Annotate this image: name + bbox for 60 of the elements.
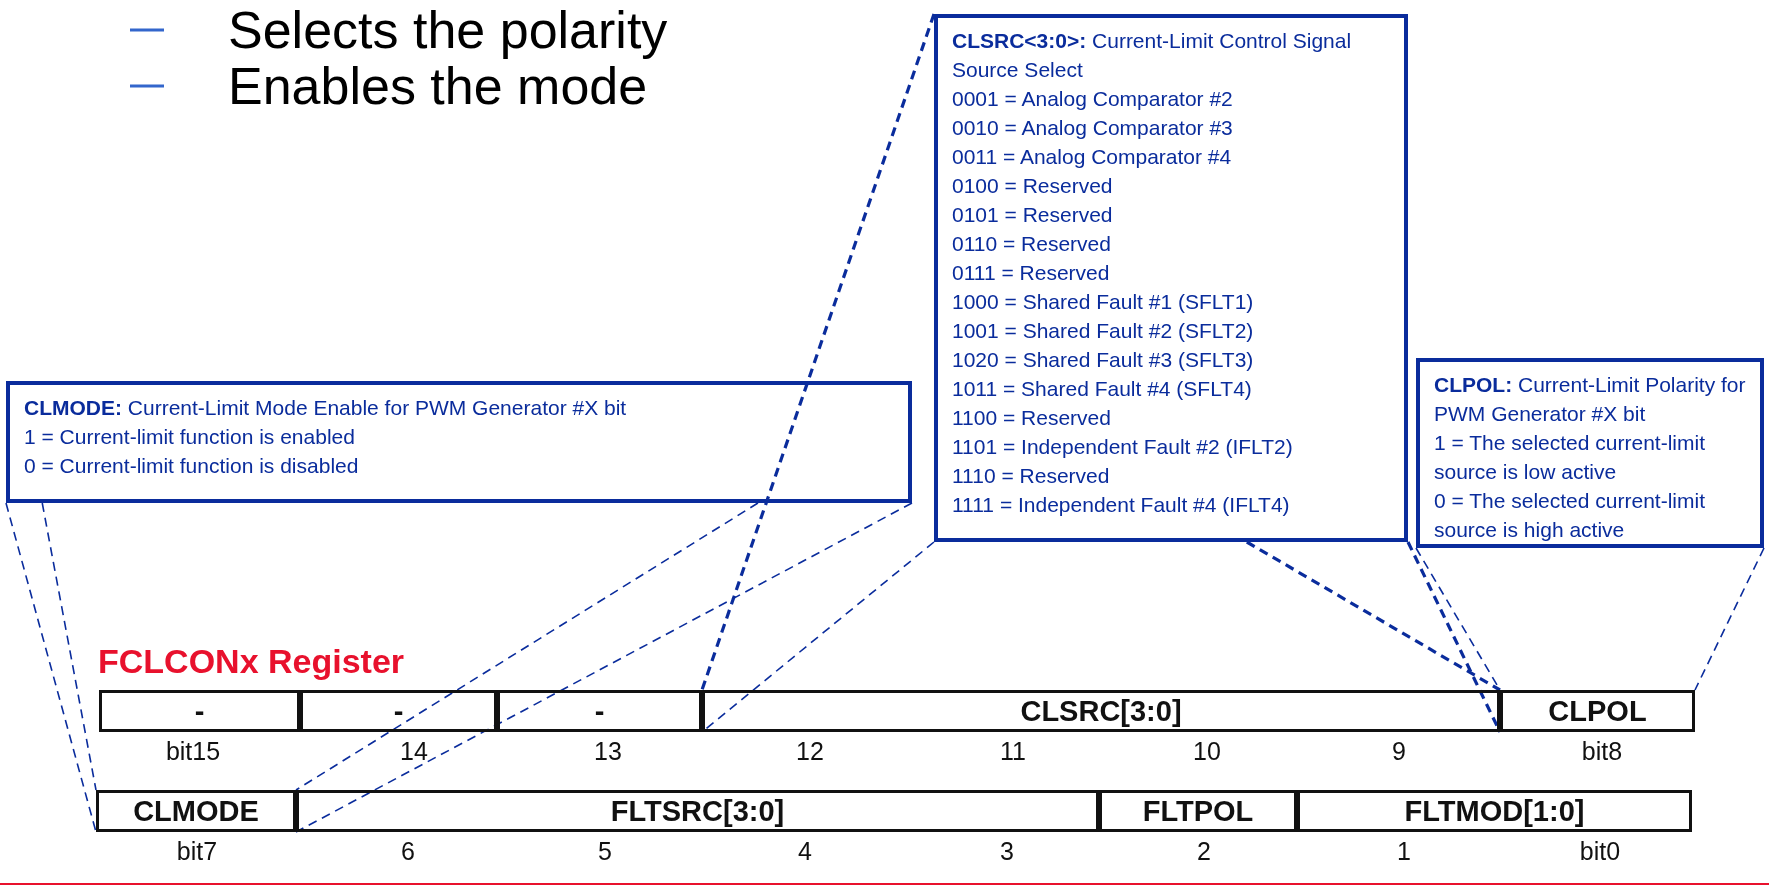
value-description: 0011 = Analog Comparator #4 <box>952 144 1233 170</box>
bit-number: 5 <box>598 838 612 865</box>
bit-number: 1 <box>1397 838 1411 865</box>
bit-number: 2 <box>1197 838 1211 865</box>
bit-number: 9 <box>1392 738 1406 765</box>
bit-number: bit0 <box>1579 838 1621 865</box>
bit-number: 6 <box>401 838 415 865</box>
callout-box <box>934 14 1408 542</box>
value-description: 0010 = Analog Comparator #3 <box>952 115 1234 141</box>
value-description: 1100 = Reserved <box>952 405 1112 431</box>
value-description: 1 = The selected current-limit source is low active <box>1434 430 1706 485</box>
register-field: CLPOL <box>1500 690 1695 732</box>
bit-number: bit15 <box>165 738 221 765</box>
bullet-text: Enables the mode <box>228 58 648 114</box>
value-description: 0111 = Reserved <box>952 260 1111 286</box>
leader-line <box>700 13 936 691</box>
leader-line <box>1694 547 1765 691</box>
leader-line <box>1246 540 1501 692</box>
value-description: 0 = Current-limit function is disabled <box>24 453 360 479</box>
value-description: 1101 = Independent Fault #2 (IFLT2) <box>952 434 1294 460</box>
value-description: 0001 = Analog Comparator #2 <box>952 86 1234 112</box>
value-description: 1 = Current-limit function is enabled <box>24 424 356 450</box>
callout-box <box>6 381 912 503</box>
value-description: 1001 = Shared Fault #2 (SFLT2) <box>952 318 1255 344</box>
register-title: FCLCONx Register <box>98 643 405 680</box>
value-description: 1110 = Reserved <box>952 463 1111 489</box>
register-field: FLTPOL <box>1099 790 1297 832</box>
register-field: CLSRC[3:0] <box>702 690 1500 732</box>
value-description: 0100 = Reserved <box>952 173 1114 199</box>
field-description: CLPOL: Current-Limit Polarity for PWM Generator #X bit <box>1434 372 1746 427</box>
leader-line <box>295 502 759 791</box>
bit-number: 13 <box>594 738 622 765</box>
bit-number: bit8 <box>1581 738 1623 765</box>
register-field: - <box>300 690 497 732</box>
bit-number: 3 <box>1000 838 1014 865</box>
field-description: CLSRC<3:0>: Current-Limit Control Signal Source Select <box>952 28 1353 83</box>
leader-line <box>1406 541 1502 733</box>
bit-number: 11 <box>1000 738 1026 765</box>
callout-box <box>1416 358 1764 548</box>
register-field: FLTSRC[3:0] <box>296 790 1099 832</box>
leader-line <box>41 502 97 791</box>
register-field: FLTMOD[1:0] <box>1297 790 1692 832</box>
value-description: 0101 = Reserved <box>952 202 1114 228</box>
register-field: - <box>99 690 300 732</box>
value-description: 0110 = Reserved <box>952 231 1112 257</box>
register-field: CLMODE <box>96 790 296 832</box>
value-description: 1111 = Independent Fault #4 (IFLT4) <box>952 492 1291 518</box>
bit-number: 4 <box>798 838 812 865</box>
bit-number: 12 <box>796 738 824 765</box>
bit-number: bit7 <box>176 838 218 865</box>
value-description: 1000 = Shared Fault #1 (SFLT1) <box>952 289 1255 315</box>
value-description: 1011 = Shared Fault #4 (SFLT4) <box>952 376 1253 402</box>
field-description: CLMODE: Current-Limit Mode Enable for PWM Generator #X bit <box>24 395 628 421</box>
value-description: 1020 = Shared Fault #3 (SFLT3) <box>952 347 1255 373</box>
bullet-text: Selects the polarity <box>228 2 668 58</box>
bit-number: 10 <box>1193 738 1221 765</box>
leader-line <box>5 502 97 833</box>
value-description: 0 = The selected current-limit source is high active <box>1434 488 1706 543</box>
bit-number: 14 <box>400 738 428 765</box>
register-field: - <box>497 690 702 732</box>
